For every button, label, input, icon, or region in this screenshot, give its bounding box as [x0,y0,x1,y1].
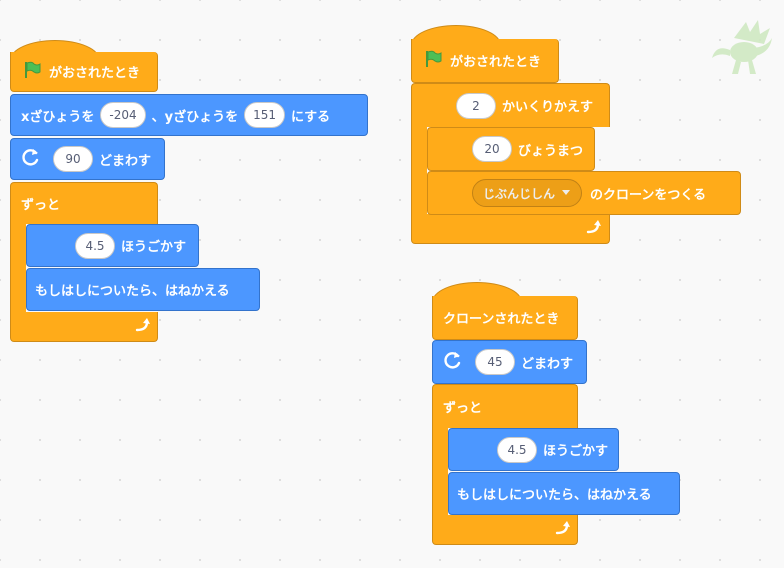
wait-label: びょうまつ [518,143,584,159]
bounce-label: もしはしについたら、はねかえる [35,284,230,299]
move-label: ほうごかす [543,444,609,459]
green-flag-icon [23,61,41,83]
turn-degrees-input[interactable]: 90 [53,146,93,172]
forever-foot-2 [432,515,578,545]
move-steps-input[interactable]: 4.5 [75,232,115,259]
forever-label: ずっと [443,401,483,416]
loop-arrow-icon [555,521,570,535]
forever-block-2[interactable]: ずっと [432,384,578,428]
when-flag-clicked-block-2[interactable]: がおされたとき [411,39,559,83]
forever-foot [10,312,158,342]
clone-target-value: じぶんじしん [483,186,556,201]
forever-arm-2 [432,427,448,517]
forever-label: ずっと [21,198,61,213]
hat-label: がおされたとき [450,55,542,70]
go-to-y-label: 、yざひょうを [151,109,239,125]
repeat-arm [411,126,427,216]
loop-arrow-icon [586,220,601,234]
repeat-foot [411,214,610,244]
bounce-on-edge-block[interactable]: もしはしについたら、はねかえる [26,268,260,311]
hat-label: クローンされたとき [443,312,560,327]
move-steps-block[interactable]: 4.5 ほうごかす [26,224,199,267]
repeat-block[interactable]: 2 かいくりかえす [411,83,610,127]
rotate-right-icon [21,147,41,171]
forever-arm [10,223,26,314]
sprite-thumbnail [706,18,776,78]
when-clone-starts-block[interactable]: クローンされたとき [432,296,578,340]
repeat-label: かいくりかえす [502,100,594,115]
dropdown-caret-icon [562,190,571,195]
turn-label: どまわす [99,153,152,169]
turn-right-block[interactable]: 90 どまわす [10,138,165,180]
wait-block[interactable]: 20 びょうまつ [427,127,595,171]
rotate-right-icon [443,350,463,374]
turn-label: どまわす [521,356,574,372]
move-steps-block-2[interactable]: 4.5 ほうごかす [448,428,619,471]
create-clone-block[interactable]: じぶんじしん のクローンをつくる [427,171,741,215]
go-to-x-label: xざひょうを [21,109,95,125]
loop-arrow-icon [135,318,150,332]
go-to-xy-block[interactable]: xざひょうを -204 、yざひょうを 151 にする [10,94,368,136]
repeat-count-input[interactable]: 2 [456,92,496,119]
bounce-on-edge-block-2[interactable]: もしはしについたら、はねかえる [448,472,680,515]
hat-label: がおされたとき [49,66,141,81]
move-label: ほうごかす [121,240,187,255]
turn-degrees-input[interactable]: 45 [475,349,515,375]
go-to-end-label: にする [291,109,331,125]
wait-seconds-input[interactable]: 20 [472,136,512,162]
y-value-input[interactable]: 151 [244,102,286,128]
forever-block[interactable]: ずっと [10,182,158,224]
green-flag-icon [424,50,442,72]
x-value-input[interactable]: -204 [100,102,146,128]
move-steps-input[interactable]: 4.5 [497,436,537,463]
create-clone-label: のクローンをつくる [590,187,707,203]
bounce-label: もしはしについたら、はねかえる [457,488,652,503]
dragon-sprite-icon [712,20,772,74]
clone-target-dropdown[interactable]: じぶんじしん [472,179,583,207]
when-flag-clicked-block[interactable]: がおされたとき [10,52,158,92]
turn-right-block-2[interactable]: 45 どまわす [432,340,587,384]
